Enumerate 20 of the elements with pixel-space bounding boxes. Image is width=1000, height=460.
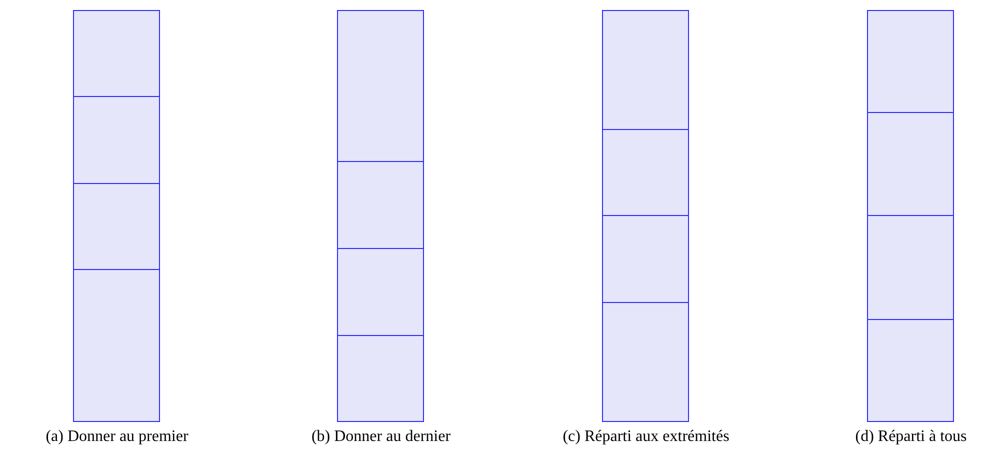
column-caption: (b) Donner au dernier [310,428,452,446]
stack-segment [867,113,954,216]
stack-segment [73,10,160,97]
column-caption: (a) Donner au premier [44,428,190,446]
stack-segment [602,216,689,303]
stack-segment [602,10,689,130]
stack-segment [867,320,954,422]
stack-segment [73,270,160,422]
stack-segment [337,336,424,422]
column-caption: (c) Réparti aux extrémités [562,428,730,446]
stack-segment [867,216,954,320]
stack-segment [73,97,160,184]
stack-segment [73,184,160,270]
stack-segment [867,10,954,113]
stack-segment [337,10,424,162]
stack-segment [602,130,689,216]
stack-segment [337,249,424,336]
stack-segment [337,162,424,249]
stack-segment [602,303,689,422]
column-caption: (d) Réparti à tous [854,428,968,446]
